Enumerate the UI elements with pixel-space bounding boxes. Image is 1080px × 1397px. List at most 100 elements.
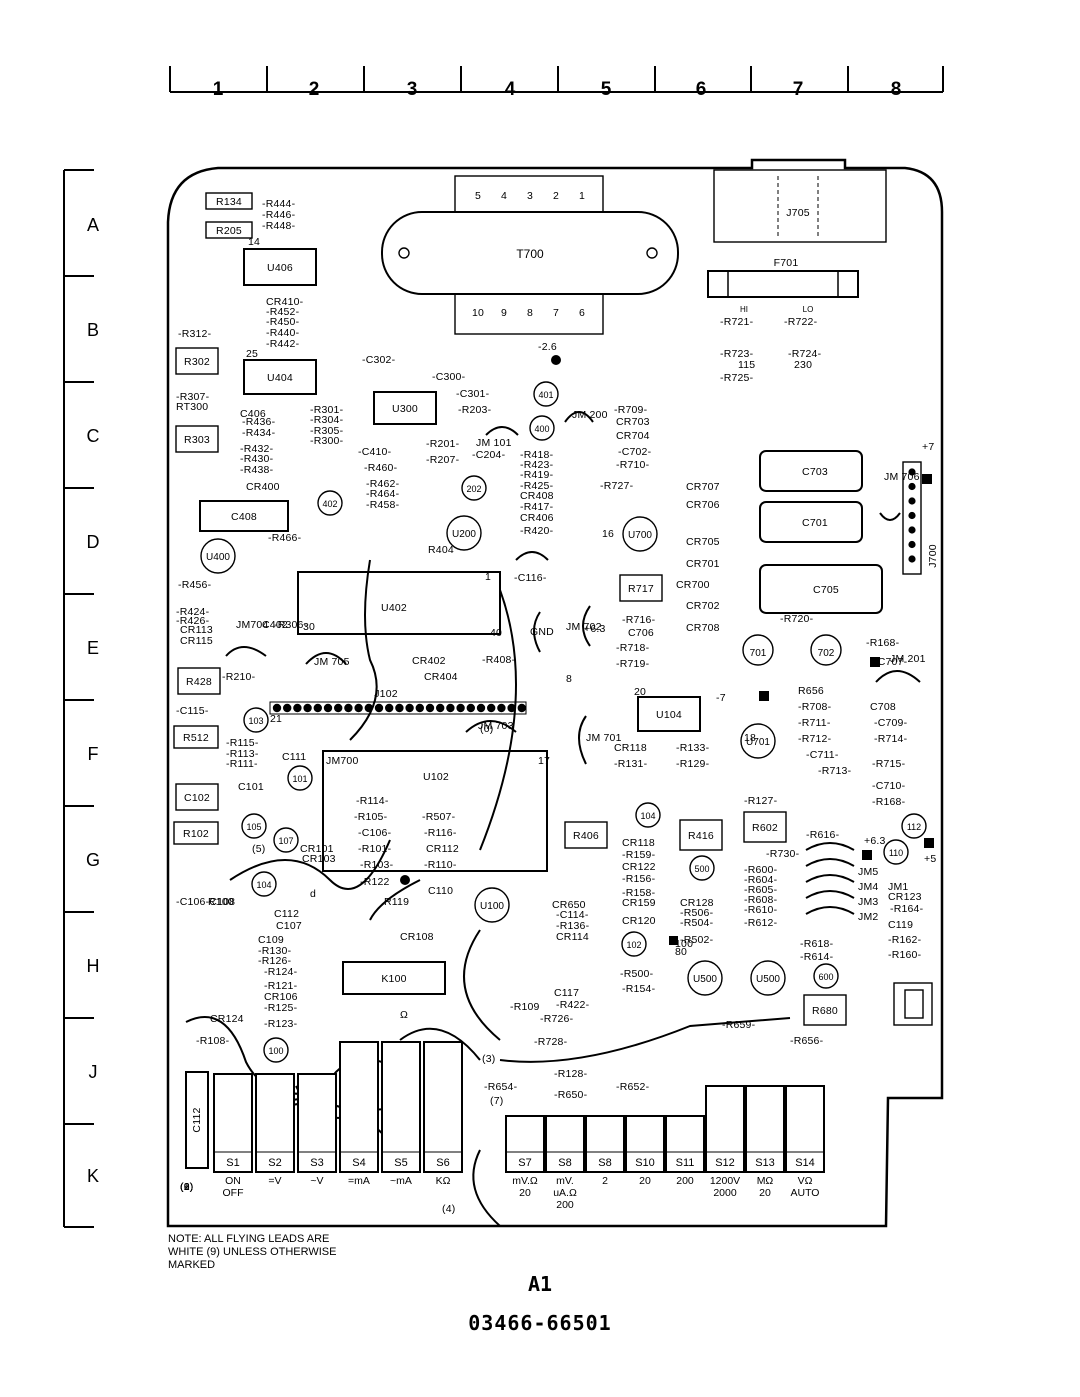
svg-text:J102: J102 <box>374 688 398 700</box>
ref-label: -R201- <box>426 438 460 450</box>
ref-label: -R659- <box>722 1019 756 1031</box>
switch-label: S11 <box>676 1157 695 1169</box>
ref-label: CR704 <box>616 430 650 442</box>
svg-text:104: 104 <box>256 880 271 890</box>
ref-label: -R126- <box>258 955 292 967</box>
switch-legend: 20 <box>639 1175 651 1187</box>
transformer-t700: T700 5 4 3 2 1 10 9 8 7 6 <box>381 175 679 335</box>
switch-label: S8 <box>558 1157 571 1169</box>
capacitor-c701: C701 <box>759 501 863 543</box>
ref-label: -R210- <box>222 671 256 683</box>
ref-label: -R726- <box>540 1013 574 1025</box>
ref-label: -R711- <box>798 717 831 729</box>
ref-label: -R600- <box>744 864 778 876</box>
svg-text:110: 110 <box>889 848 903 858</box>
ref-label: -R458- <box>366 499 400 511</box>
ref-label: (6) <box>180 1181 193 1193</box>
column-label: 4 <box>505 79 516 100</box>
switch-label: S6 <box>436 1157 449 1169</box>
part-number: 03466-66501 <box>468 1311 612 1335</box>
ref-label: -R111- <box>226 758 258 770</box>
j700-pin <box>908 555 916 563</box>
ref-label: C112 <box>274 908 299 920</box>
ref-label: -R122 <box>360 876 390 888</box>
transformer-pin: 3 <box>527 190 533 202</box>
svg-text:R205: R205 <box>216 225 242 237</box>
ref-label: R119 <box>384 896 409 908</box>
edge-tab <box>893 982 933 1026</box>
j102-pin <box>446 703 455 713</box>
ref-label: +6.3 <box>584 623 606 635</box>
svg-text:402: 402 <box>322 499 337 509</box>
ref-label: RT300 <box>176 401 208 413</box>
ref-label: CR705 <box>686 536 720 548</box>
ref-label: CR402 <box>412 655 446 667</box>
j700-pins <box>908 468 916 563</box>
ref-label: +5 <box>924 853 936 865</box>
ref-label: CR700 <box>676 579 710 591</box>
ref-label: -C204- <box>472 449 506 461</box>
ref-label: -R160- <box>888 949 922 961</box>
ref-label: -C301- <box>456 388 490 400</box>
ref-label: JM 705 <box>314 656 350 668</box>
switch-legend: 2000 <box>713 1187 737 1199</box>
ref-label: -R507- <box>422 811 456 823</box>
ref-label: JM 101 <box>476 437 512 449</box>
ref-label: -R432- <box>240 443 274 455</box>
ref-label: -R652- <box>616 1081 650 1093</box>
ref-label: -R434- <box>242 427 276 439</box>
ref-label: -R105- <box>354 811 388 823</box>
ref-label: JM5 <box>858 866 878 878</box>
ref-label: CR400 <box>246 481 280 493</box>
ref-label: 40 <box>490 627 502 639</box>
switch-label: S14 <box>795 1157 815 1169</box>
transformer-pin: 7 <box>553 307 559 319</box>
ref-label: 80 <box>675 946 687 958</box>
ref-label: -R719- <box>616 658 650 670</box>
ref-label: (2) <box>180 1181 193 1193</box>
column-label: 1 <box>213 79 224 100</box>
ref-label: CR108 <box>400 931 434 943</box>
ref-label: C117 <box>554 987 579 999</box>
ref-label: Ω <box>400 1009 408 1021</box>
ref-label: -R722- <box>784 316 818 328</box>
fuse-f701: F701 HI LO <box>707 257 859 314</box>
switch-label: S8 <box>598 1157 611 1169</box>
ref-label: -C302- <box>362 354 396 366</box>
ref-label: -R466- <box>268 532 302 544</box>
svg-text:U402: U402 <box>381 602 407 614</box>
j102-pin <box>507 703 516 713</box>
svg-text:105: 105 <box>246 822 261 832</box>
row-label: C <box>87 426 100 446</box>
ref-label: -R723- <box>720 348 754 360</box>
j700-pin <box>908 468 916 476</box>
ref-label: -R133- <box>676 742 710 754</box>
ref-label: (4) <box>442 1203 455 1215</box>
svg-text:R428: R428 <box>186 676 212 688</box>
ref-label: -R436- <box>242 416 276 428</box>
round-ics: U400 U200 U700 U701 U100 U500 U500 <box>200 515 786 996</box>
ref-label: -R419- <box>520 469 554 481</box>
row-label: J <box>89 1062 98 1082</box>
ref-label: -R712- <box>798 733 832 745</box>
ref-label: -R422- <box>556 999 590 1011</box>
ref-label: JM 702 <box>566 621 602 633</box>
chip-u406: U406 <box>243 248 317 286</box>
transformer-pin: 2 <box>553 190 559 202</box>
svg-text:C112: C112 <box>191 1107 203 1132</box>
ref-label: -R650- <box>554 1089 588 1101</box>
ref-label: -R656- <box>790 1035 824 1047</box>
transformer-pin: 9 <box>501 307 507 319</box>
ref-label: -C106- <box>358 827 392 839</box>
ref-label: JM1 <box>888 881 908 893</box>
ref-label: -R129- <box>676 758 710 770</box>
ref-label: (7) <box>490 1095 503 1107</box>
ref-label: -R124- <box>264 966 298 978</box>
switch-s3: S3~V <box>297 1073 337 1187</box>
ref-label: -R727- <box>600 480 634 492</box>
ref-label: -R444- <box>262 198 296 210</box>
column-ruler: 1 2 3 4 5 6 7 8 <box>169 66 944 100</box>
ref-label: CR702 <box>686 600 720 612</box>
ref-label: -R500- <box>620 968 654 980</box>
switch-legend: MΩ <box>757 1175 774 1187</box>
